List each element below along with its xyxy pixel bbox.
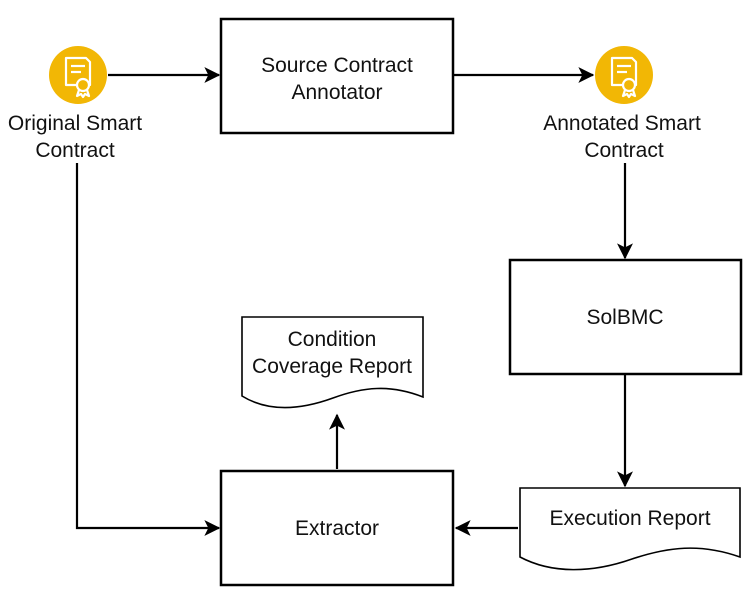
solbmc-node: SolBMC bbox=[508, 258, 743, 376]
solbmc-box bbox=[508, 258, 743, 376]
execution-report-document bbox=[519, 487, 741, 571]
coverage-report-node: Condition Coverage Report bbox=[241, 316, 424, 409]
extractor-label: Extractor bbox=[295, 517, 379, 540]
edges bbox=[75, 67, 633, 536]
annotator-node: Source Contract Annotator bbox=[219, 17, 455, 135]
annotated-contract-node: Annotated Smart Contract bbox=[543, 46, 701, 162]
solbmc-label: SolBMC bbox=[586, 306, 663, 329]
annotator-box bbox=[219, 17, 455, 135]
extractor-box bbox=[219, 469, 455, 587]
annotated-contract-label-line1: Annotated Smart bbox=[543, 112, 701, 135]
execution-report-node: Execution Report bbox=[519, 487, 741, 571]
execution-report-label: Execution Report bbox=[549, 507, 710, 530]
edge-original-to-extractor bbox=[75, 163, 221, 536]
coverage-report-label-line2: Coverage Report bbox=[252, 355, 412, 378]
original-contract-label-line1: Original Smart bbox=[8, 112, 142, 135]
coverage-report-label-line1: Condition bbox=[288, 328, 377, 351]
annotator-label-line2: Annotator bbox=[291, 81, 382, 104]
original-contract-node: Original Smart Contract bbox=[8, 46, 142, 162]
extractor-node: Extractor bbox=[219, 469, 455, 587]
coverage-report-document bbox=[241, 316, 424, 409]
certificate-icon bbox=[595, 46, 653, 104]
original-contract-label-line2: Contract bbox=[35, 139, 115, 162]
certificate-icon bbox=[49, 46, 107, 104]
annotated-contract-label-line2: Contract bbox=[584, 139, 664, 162]
annotator-label-line1: Source Contract bbox=[261, 54, 413, 77]
